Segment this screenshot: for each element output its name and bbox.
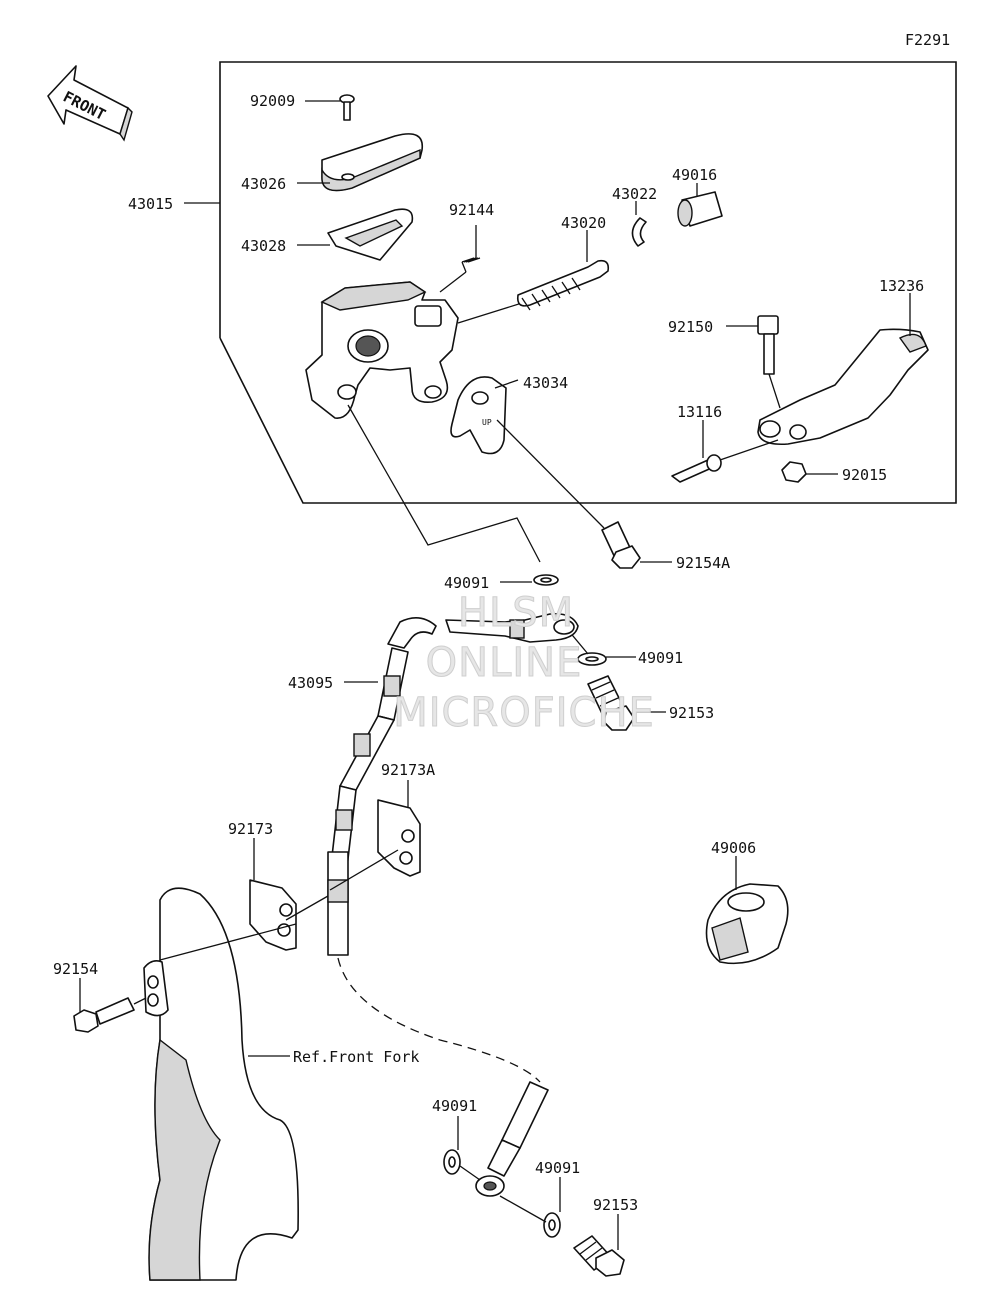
callout-92153-b[interactable]: 92153: [593, 1196, 638, 1214]
piston-43020: [516, 230, 610, 311]
clamp-43034: UP: [450, 376, 519, 455]
watermark-line2: ONLINE: [426, 640, 583, 686]
master-cylinder-body: [305, 281, 523, 419]
hose-hidden-section: [337, 957, 541, 1083]
callout-13116[interactable]: 13116: [677, 403, 722, 421]
callout-92173[interactable]: 92173: [228, 820, 273, 838]
callout-92144[interactable]: 92144: [449, 201, 494, 219]
banjo-bolt-92153-a: [587, 675, 666, 731]
bolt-92154A: [496, 419, 672, 569]
nut-92015: [781, 461, 838, 483]
washer-49091-c: [443, 1116, 481, 1181]
lever-cover-49006: [705, 856, 789, 965]
callout-92153-a[interactable]: 92153: [669, 704, 714, 722]
watermark-line1: HLSM: [458, 590, 574, 636]
callout-49091-c[interactable]: 49091: [432, 1097, 477, 1115]
circlip-43022: [631, 201, 647, 247]
callout-labels: 92009 43026 43015 43028 92144 43020 4302…: [53, 92, 924, 1214]
callout-43020[interactable]: 43020: [561, 214, 606, 232]
callout-13236[interactable]: 13236: [879, 277, 924, 295]
assembly-frame: [219, 61, 957, 504]
callout-49006[interactable]: 49006: [711, 839, 756, 857]
bolt-92150: [726, 315, 781, 409]
boot-49016: [677, 183, 723, 227]
callout-43026[interactable]: 43026: [241, 175, 286, 193]
washer-49091-d: [499, 1177, 561, 1238]
lever-13236: [757, 293, 929, 446]
callout-92154A[interactable]: 92154A: [676, 554, 730, 572]
watermark: HLSM ONLINE MICROFICHE: [393, 590, 655, 737]
screw-92009: [305, 94, 355, 121]
callout-43034[interactable]: 43034: [523, 374, 568, 392]
pin-13116: [671, 420, 779, 483]
callout-92150[interactable]: 92150: [668, 318, 713, 336]
callout-49016[interactable]: 49016: [672, 166, 717, 184]
bolt-92154: [73, 978, 147, 1033]
callout-43028[interactable]: 43028: [241, 237, 286, 255]
washer-49091-a: [500, 574, 559, 586]
spring-92144: [439, 225, 481, 293]
callout-92009[interactable]: 92009: [250, 92, 295, 110]
up-mark: UP: [482, 418, 492, 427]
watermark-line3: MICROFICHE: [393, 690, 655, 736]
front-arrow-icon: FRONT: [47, 65, 133, 142]
front-fork-guard: [143, 887, 299, 1281]
callout-92154[interactable]: 92154: [53, 960, 98, 978]
callout-43022[interactable]: 43022: [612, 185, 657, 203]
washer-49091-b: [567, 629, 636, 666]
brake-hose-43095: [327, 612, 579, 956]
diaphragm-43028: [297, 208, 414, 261]
banjo-bolt-92153-b: [573, 1214, 625, 1277]
callout-92173A[interactable]: 92173A: [381, 761, 435, 779]
callout-ref-front-fork[interactable]: Ref.Front Fork: [293, 1048, 419, 1066]
reservoir-cap-43026: [297, 133, 424, 192]
callout-49091-b[interactable]: 49091: [638, 649, 683, 667]
figure-code: F2291: [905, 31, 950, 49]
callout-49091-a[interactable]: 49091: [444, 574, 489, 592]
hose-clamp-92173A: [329, 780, 421, 891]
hose-lower-fitting: [475, 1081, 549, 1197]
callout-43095[interactable]: 43095: [288, 674, 333, 692]
callout-43015[interactable]: 43015: [128, 195, 173, 213]
callout-49091-d[interactable]: 49091: [535, 1159, 580, 1177]
callout-92015[interactable]: 92015: [842, 466, 887, 484]
